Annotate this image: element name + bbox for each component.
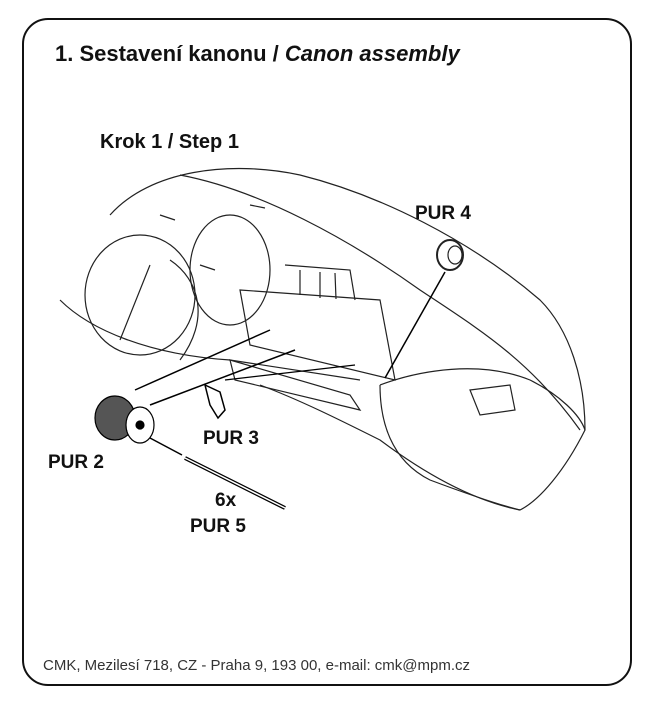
pur4-arrow [384, 271, 446, 379]
fuselage-outline [109, 167, 586, 511]
step-label: Krok 1 / Step 1 [100, 131, 239, 153]
pur4-part [436, 239, 464, 271]
instruction-frame [22, 18, 632, 686]
pur2-arrow-1 [134, 329, 271, 391]
intake-cone [119, 259, 199, 361]
title-czech: 1. Sestavení kanonu / [55, 41, 279, 66]
gun-bay [239, 289, 396, 381]
pur3-part [203, 383, 226, 420]
pur3-arrow [224, 364, 356, 381]
pur5-quantity: 6x [215, 490, 237, 511]
nose-lower [379, 384, 521, 511]
nose-cone [379, 368, 586, 431]
pur4-label: PUR 4 [415, 203, 471, 224]
pur2-label: PUR 2 [48, 452, 104, 473]
title-english: Canon assembly [284, 41, 460, 66]
pur2-arrow-2 [149, 349, 296, 406]
footer-address: CMK, Mezilesí 718, CZ - Praha 9, 193 00,… [43, 657, 471, 674]
panel-lines [159, 204, 266, 271]
pur5-arrow [149, 437, 183, 456]
pur3-label: PUR 3 [203, 428, 259, 449]
fuselage-top-line [179, 174, 581, 431]
pur4-hole [447, 245, 463, 265]
section-title: 1. Sestavení kanonu / Canon assembly [55, 41, 460, 67]
canopy-panel [469, 384, 516, 416]
engine-nacelle [189, 214, 271, 326]
gun-bay-detail [284, 264, 356, 301]
pur5-label: PUR 5 [190, 516, 246, 537]
pur2-part [94, 395, 155, 444]
intake [84, 234, 196, 356]
fuselage-lower [59, 299, 361, 381]
